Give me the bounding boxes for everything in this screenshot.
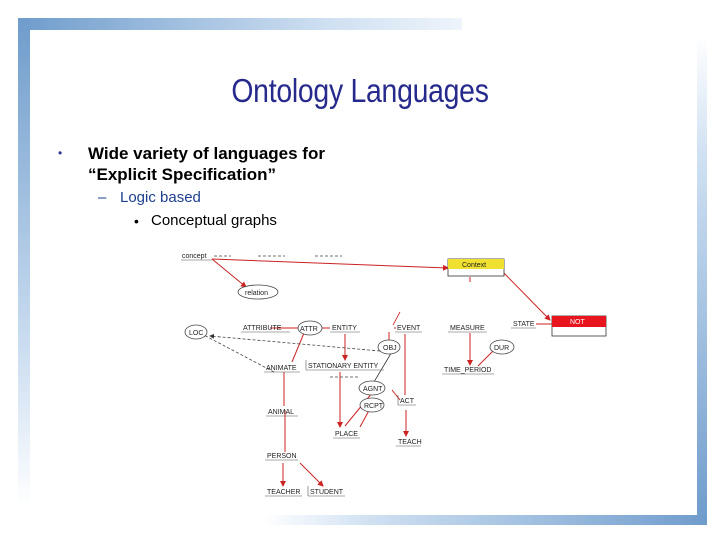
node-dur: DUR [494,345,509,352]
node-teach: TEACH [398,439,422,446]
node-act: ACT [400,398,415,405]
node-relation: relation [245,290,268,297]
dashed-links [199,255,381,378]
node-person: PERSON [267,453,297,460]
node-agnt: AGNT [363,386,383,393]
node-attribute: ATTRIBUTE [243,325,282,332]
node-concept: concept [182,253,207,260]
node-not: NOT [570,319,586,326]
frame-bottom-bar [262,515,707,525]
node-stationary-entity: STATIONARY ENTITY [308,363,379,370]
red-links [211,258,552,487]
node-animal: ANIMAL [268,409,294,416]
sub-bullet-text: Logic based [120,189,201,206]
node-place: PLACE [335,431,358,438]
sub-bullet-marker: • [134,213,139,229]
frame-right-bar [697,36,707,524]
node-event: EVENT [397,325,421,332]
node-rcpt-oval [359,397,385,413]
node-teacher: TEACHER [267,489,300,496]
node-time-period: TIME_PERIOD [444,367,491,374]
node-dur-oval [489,339,515,355]
node-context: Context [462,262,486,269]
node-relation-oval [237,284,279,300]
node-state: STATE [513,321,535,328]
sub-sub-bullet-text: Conceptual graphs [151,212,277,229]
node-loc: LOC [189,330,203,337]
node-loc-oval [184,324,208,340]
node-obj-oval [377,339,401,355]
bullet-marker: • [58,146,63,160]
node-attr-oval [297,320,323,336]
node-rcpt: RCPT [364,403,384,410]
dash-marker: – [98,189,107,206]
conceptual-graph-diagram: concept relation Context NOT LOC ATTRIBU… [181,253,607,497]
link-entity-event [392,311,401,326]
node-student: STUDENT [310,489,344,496]
frame-left-bar [18,18,30,508]
frame-top-bar [18,18,462,30]
node-attr: ATTR [300,326,318,333]
node-animate: ANIMATE [266,365,297,372]
bullet-text: Wide variety of languages for “Explicit … [88,144,325,184]
node-not-fill [552,316,606,327]
node-obj: OBJ [383,345,397,352]
slide-title: Ontology Languages [231,72,489,109]
node-agnt-oval [358,380,386,396]
node-context-fill [448,259,504,269]
node-entity: ENTITY [332,325,357,332]
node-measure: MEASURE [450,325,485,332]
